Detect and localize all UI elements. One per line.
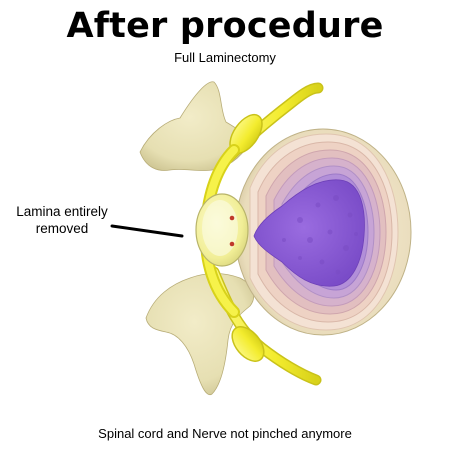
diagram-title: After procedure [66, 6, 384, 46]
diagram-subtitle: Full Laminectomy [174, 50, 276, 65]
nucleus-texture [282, 195, 358, 275]
lamina-callout-line-1: Lamina entirely [16, 204, 108, 219]
disc-nucleus [253, 179, 365, 287]
lamina-callout-line-2: removed [35, 221, 89, 236]
spinal-cord [195, 193, 249, 267]
diagram-caption: Spinal cord and Nerve not pinched anymor… [98, 426, 352, 441]
lamina-callout-label: Lamina entirely removed [10, 203, 114, 237]
cord-vessel-upper [229, 215, 235, 221]
cord-vessel-lower [229, 241, 235, 247]
callout-pointer-line [110, 224, 184, 238]
